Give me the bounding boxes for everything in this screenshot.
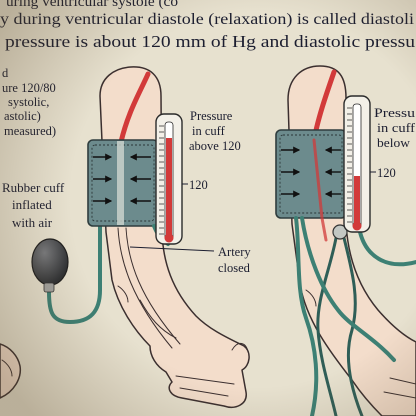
- gauge-mark-label: 120: [377, 166, 396, 180]
- mercury-column: [166, 138, 172, 238]
- pressure-label-line: in cuff: [377, 121, 416, 135]
- text-line-2: y during ventricular diastole (relaxatio…: [0, 11, 415, 28]
- pressure-label-line: in cuff: [192, 124, 226, 138]
- mercury-column: [354, 176, 360, 226]
- cuff: [275, 129, 347, 219]
- side-caption-line: d: [2, 66, 9, 80]
- pressure-label-line: Pressu: [374, 106, 416, 120]
- rubber-cuff-label-line: Rubber cuff: [2, 180, 65, 195]
- side-caption-line: measured): [4, 124, 56, 138]
- artery-label-line: closed: [218, 261, 251, 275]
- gauge-mark-label: 120: [189, 178, 208, 192]
- pressure-below-label: Pressu in cuff below: [374, 106, 416, 150]
- artery-compressed: [117, 141, 124, 225]
- text-line-3: pressure is about 120 mm of Hg and diast…: [5, 32, 416, 51]
- side-caption-line: ure 120/80: [2, 81, 56, 95]
- side-caption-line: astolic): [4, 109, 41, 123]
- pressure-label-line: below: [377, 136, 410, 150]
- manometer: [155, 113, 183, 245]
- rubber-cuff-label-line: with air: [12, 215, 53, 230]
- manometer: [343, 95, 371, 233]
- artery-label-line: Artery: [218, 245, 251, 259]
- text-line-1: uring ventricular systole (co: [6, 0, 178, 10]
- side-caption-line: systolic,: [8, 95, 49, 109]
- rubber-cuff-label-line: inflated: [12, 197, 52, 212]
- pressure-label-line: Pressure: [190, 109, 233, 123]
- pressure-label-line: above 120: [189, 139, 241, 153]
